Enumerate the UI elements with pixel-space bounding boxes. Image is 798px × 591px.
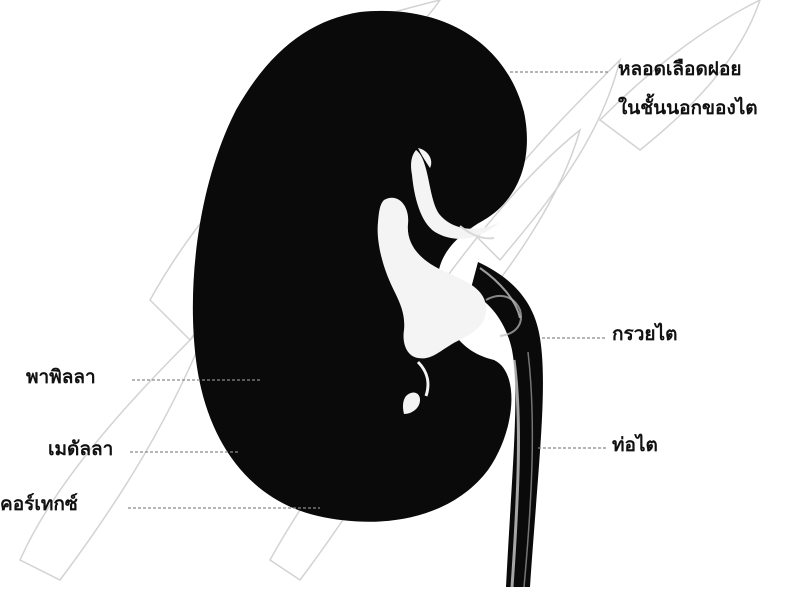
kidney-body [193,11,527,522]
label-medulla: เมดัลลา [48,440,113,459]
label-cortex: คอร์เทกซ์ [0,495,78,514]
label-renal-pelvis: กรวยไต [612,325,677,344]
label-capillary-line1: หลอดเลือดฝอย [618,60,741,79]
label-papilla: พาพิลลา [26,368,96,387]
label-ureter: ท่อไต [612,436,658,455]
label-capillary-line2: ในชั้นนอกของไต [618,99,758,118]
